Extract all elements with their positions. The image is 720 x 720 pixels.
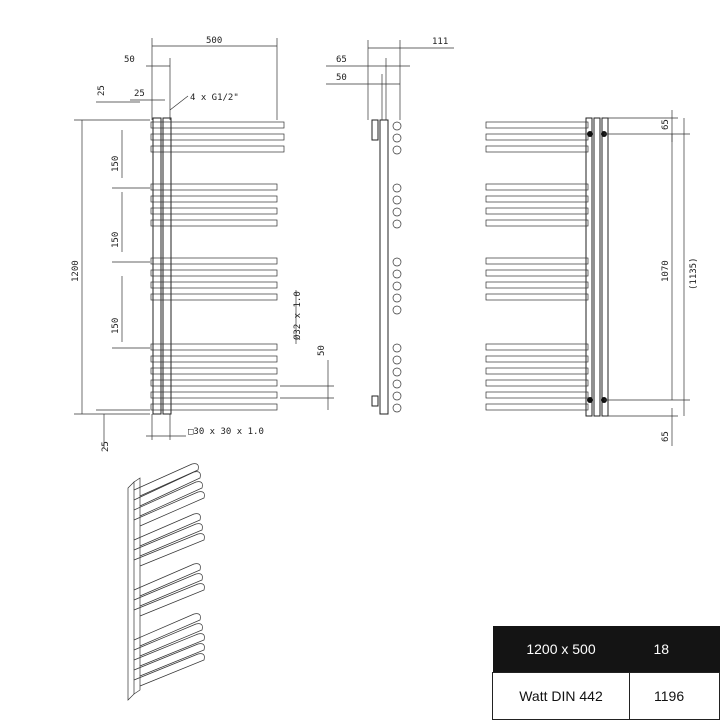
front-tubes <box>150 121 285 411</box>
rear-dim-65-bottom: 65 <box>661 431 671 442</box>
side-view: 111 65 50 <box>326 37 454 415</box>
dim-25-bottom: 25 <box>101 441 111 452</box>
rear-dim-65-top: 65 <box>661 119 671 130</box>
dim-spacing-3: 150 <box>111 318 121 334</box>
spec-value: 1196 <box>629 672 720 720</box>
dim-connection: 4 x G1/2" <box>190 93 239 103</box>
dim-collector: □30 x 30 x 1.0 <box>188 427 264 437</box>
dim-tube-gap: 50 <box>317 345 327 356</box>
spec-label: Watt DIN 442 <box>492 672 630 720</box>
side-dim-50: 50 <box>336 73 347 83</box>
spec-size: 1200 x 500 <box>492 626 630 673</box>
dim-width: 500 <box>206 36 222 46</box>
rear-view: 65 1070 (1135) 65 <box>485 110 699 446</box>
dim-25-a: 25 <box>134 89 145 99</box>
side-dim-111: 111 <box>432 37 448 47</box>
dim-spacing-1: 150 <box>111 156 121 172</box>
spec-table: 1200 x 500 18 Watt DIN 442 1196 <box>492 626 720 720</box>
perspective-view <box>127 463 205 701</box>
rear-dim-1070: 1070 <box>661 260 671 282</box>
dim-25-b: 25 <box>97 85 107 96</box>
dim-height: 1200 <box>71 260 81 282</box>
spec-header-row: 1200 x 500 18 <box>492 626 720 673</box>
rear-dim-1135: (1135) <box>689 257 699 290</box>
mount-point <box>587 131 593 137</box>
side-dim-65: 65 <box>336 55 347 65</box>
rear-tubes <box>485 121 589 411</box>
dim-spacing-2: 150 <box>111 232 121 248</box>
front-view: 500 50 25 25 4 x G1/2" 1200 150 150 150 … <box>71 36 334 452</box>
side-tube-ends <box>392 121 402 413</box>
dim-50: 50 <box>124 55 135 65</box>
spec-data-row: Watt DIN 442 1196 <box>492 672 720 720</box>
dim-tube: Ø32 x 1.0 <box>292 291 303 340</box>
mount-point <box>587 397 593 403</box>
spec-header-value: 18 <box>629 626 720 673</box>
